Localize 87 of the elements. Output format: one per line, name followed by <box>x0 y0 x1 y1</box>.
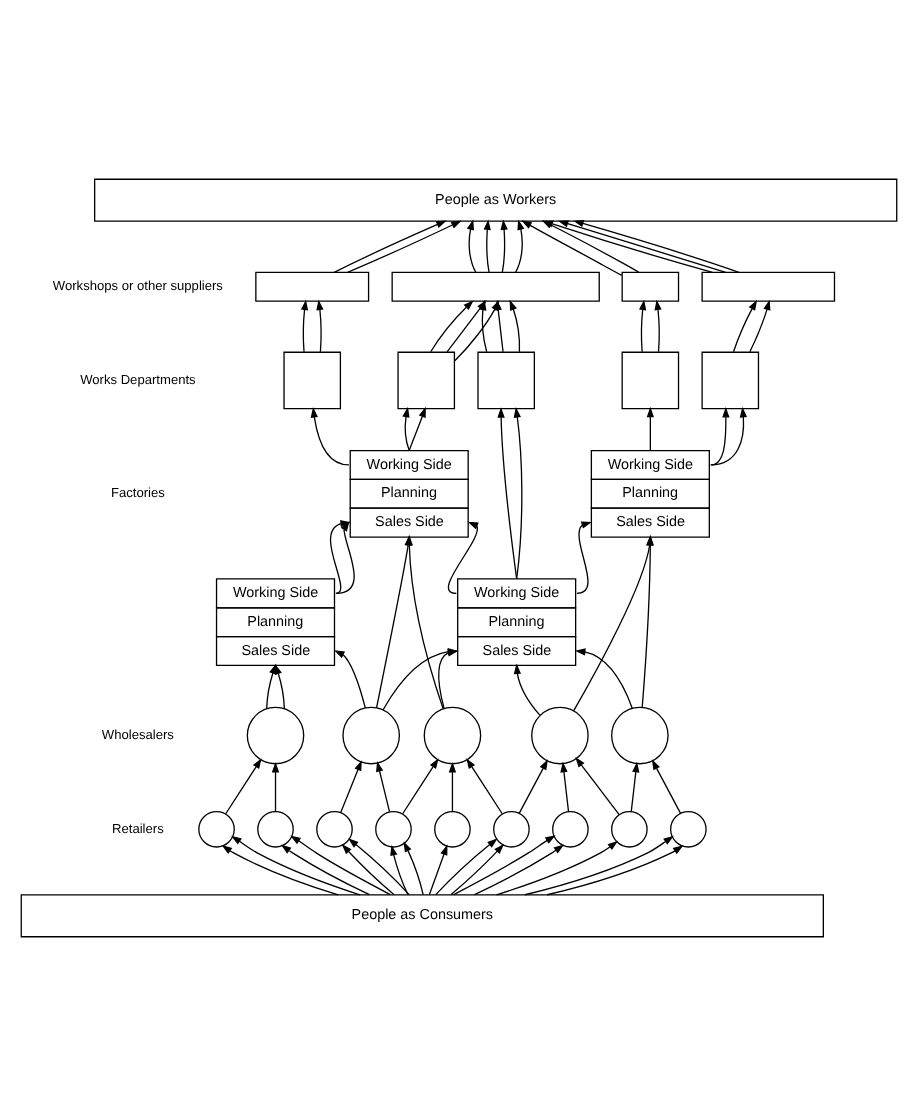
arrow <box>310 407 350 466</box>
arrow <box>654 299 662 353</box>
node-circle <box>257 810 294 848</box>
arrow <box>524 835 674 896</box>
arrow <box>402 758 439 815</box>
node-circle <box>670 810 707 848</box>
arrow <box>574 648 633 710</box>
arrow <box>749 299 771 353</box>
arrow <box>732 299 758 353</box>
node-circle <box>552 810 589 848</box>
node-box <box>283 351 342 410</box>
node-box: People as Consumers <box>20 894 824 938</box>
arrow <box>448 521 479 595</box>
arrow <box>497 407 518 580</box>
arrow <box>225 758 262 815</box>
node-circle <box>531 706 589 765</box>
arrow <box>340 760 362 814</box>
arrow <box>346 220 462 273</box>
arrow <box>448 761 457 812</box>
arrow <box>560 761 570 813</box>
arrow <box>450 843 505 896</box>
arrow <box>494 299 504 353</box>
node-box <box>621 351 680 410</box>
arrow <box>408 406 426 451</box>
node-box <box>397 351 456 410</box>
node-circle <box>316 810 353 848</box>
arrow <box>483 219 491 273</box>
arrow <box>639 299 647 353</box>
arrow <box>514 219 525 273</box>
arrow <box>575 756 620 816</box>
node-circle <box>434 810 471 848</box>
arrow <box>341 843 395 896</box>
arrow <box>573 535 654 712</box>
arrow <box>271 761 280 812</box>
node-box <box>477 351 535 410</box>
arrow <box>435 838 498 896</box>
arrow <box>335 520 355 595</box>
node-circle <box>246 706 305 765</box>
arrow <box>513 663 541 716</box>
node-box <box>701 271 836 302</box>
arrow <box>329 520 351 595</box>
arrow <box>573 220 740 273</box>
arrow <box>403 841 424 896</box>
arrow <box>466 219 477 273</box>
arrow <box>316 299 324 353</box>
arrow <box>513 407 523 580</box>
arrow <box>495 840 619 896</box>
node-box <box>701 351 760 410</box>
arrow <box>651 759 682 814</box>
node-circle <box>342 706 401 765</box>
arrow <box>231 835 361 896</box>
arrow <box>509 299 521 353</box>
arrow <box>376 761 391 813</box>
arrow <box>428 844 448 896</box>
arrow <box>500 219 508 273</box>
node-circle <box>611 706 669 765</box>
arrow <box>334 650 366 709</box>
arrow <box>466 758 503 815</box>
arrow <box>453 835 556 896</box>
arrow <box>333 220 447 273</box>
arrow <box>546 845 684 896</box>
arrow <box>274 663 285 710</box>
arrow <box>390 845 409 896</box>
node-box <box>391 271 600 302</box>
node-circle <box>198 810 235 848</box>
node-circle <box>423 706 482 765</box>
arrow <box>646 406 655 452</box>
arrow <box>709 407 730 466</box>
arrow <box>630 761 640 813</box>
node-box: People as Workers <box>94 178 898 222</box>
arrow <box>221 845 339 896</box>
node-circle <box>375 810 412 848</box>
arrow <box>348 838 410 896</box>
arrow <box>518 759 548 814</box>
arrow <box>430 300 474 353</box>
node-box <box>255 271 370 302</box>
arrow <box>290 835 391 896</box>
node-circle <box>493 810 530 848</box>
arrow <box>710 406 748 466</box>
arrow <box>641 535 654 709</box>
arrow <box>473 844 565 896</box>
node-circle <box>611 810 648 848</box>
arrow <box>402 406 410 452</box>
arrow <box>280 844 370 896</box>
node-box <box>621 271 680 302</box>
arrow <box>557 220 727 273</box>
arrow <box>300 299 309 353</box>
